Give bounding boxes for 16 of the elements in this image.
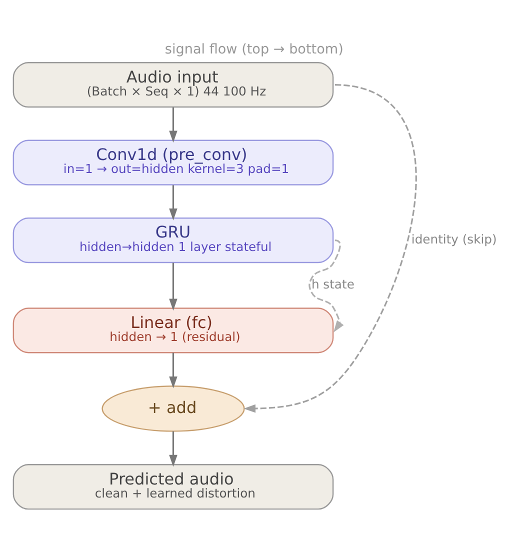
node-box: GRU hidden→hidden 1 layer stateful	[12, 217, 334, 263]
edge-label: identity (skip)	[411, 232, 497, 246]
arrow	[308, 239, 344, 332]
arrow	[169, 262, 178, 310]
arrow	[244, 84, 417, 412]
node-ellipse: + add	[102, 384, 245, 432]
arrow	[169, 352, 178, 388]
edge-label: h state	[311, 276, 354, 291]
node-box: Conv1d (pre_conv) in=1 → out=hidden kernel=3 pad=1	[12, 139, 334, 185]
arrow	[169, 106, 178, 142]
node-box: Audio input (Batch × Seq × 1) 44 100 Hz	[12, 62, 334, 108]
node-box: Linear (fc) hidden → 1 (residual)	[12, 307, 334, 353]
arrow	[169, 184, 178, 220]
arrow	[169, 430, 178, 466]
diagram-title: signal flow (top → bottom)	[164, 41, 344, 58]
node-box: Predicted audio clean + learned distortion	[12, 464, 334, 510]
